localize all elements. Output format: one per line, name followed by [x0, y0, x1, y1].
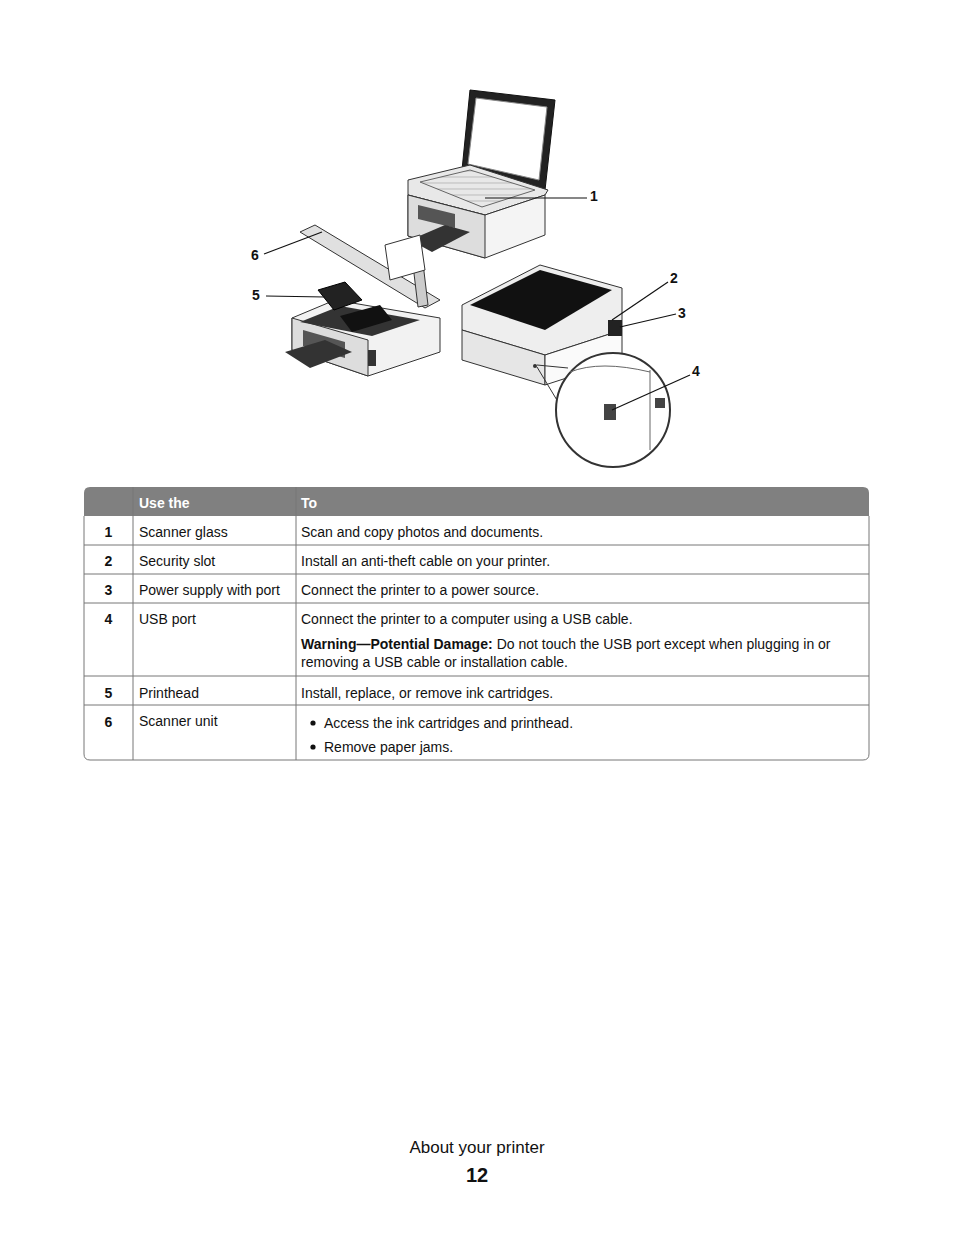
row-number: 4 — [86, 610, 131, 628]
table-cell: Install, replace, or remove ink cartridg… — [301, 684, 867, 702]
table-cell: Scan and copy photos and documents. — [301, 523, 867, 541]
table-grid — [84, 487, 869, 760]
warning-note: Warning—Potential Damage:Do not touch th… — [301, 635, 867, 671]
part-name: Printhead — [139, 684, 294, 702]
callout-number: 6 — [250, 246, 260, 264]
part-name: Scanner unit — [139, 712, 294, 730]
bullet-item: Remove paper jams. — [324, 738, 864, 756]
footer-section: About your printer — [277, 1139, 677, 1157]
table-cell: Connect the printer to a power source. — [301, 581, 867, 599]
callout-number: 1 — [589, 187, 599, 205]
table-header: To — [301, 494, 861, 512]
table-cell: Install an anti-theft cable on your prin… — [301, 552, 867, 570]
bullet-item: Access the ink cartridges and printhead. — [324, 714, 864, 732]
row-number: 1 — [86, 523, 131, 541]
callout-number: 4 — [691, 362, 701, 380]
row-number: 3 — [86, 581, 131, 599]
leader-lines — [264, 198, 690, 410]
part-name: Security slot — [139, 552, 294, 570]
table-cell: Connect the printer to a computer using … — [301, 610, 867, 628]
callout-number: 5 — [251, 286, 261, 304]
printer-rear — [462, 265, 670, 467]
row-number: 5 — [86, 684, 131, 702]
callout-number: 2 — [669, 269, 679, 287]
page-number: 12 — [427, 1166, 527, 1184]
warning-label: Warning—Potential Damage: — [301, 636, 493, 652]
row-number: 6 — [86, 713, 131, 731]
part-name: Scanner glass — [139, 523, 294, 541]
printer-scanner-open — [285, 225, 440, 376]
row-number: 2 — [86, 552, 131, 570]
callout-number: 3 — [677, 304, 687, 322]
part-name: Power supply with port — [139, 581, 296, 599]
part-name: USB port — [139, 610, 294, 628]
printer-open-lid — [408, 90, 555, 258]
table-header: Use the — [139, 494, 289, 512]
